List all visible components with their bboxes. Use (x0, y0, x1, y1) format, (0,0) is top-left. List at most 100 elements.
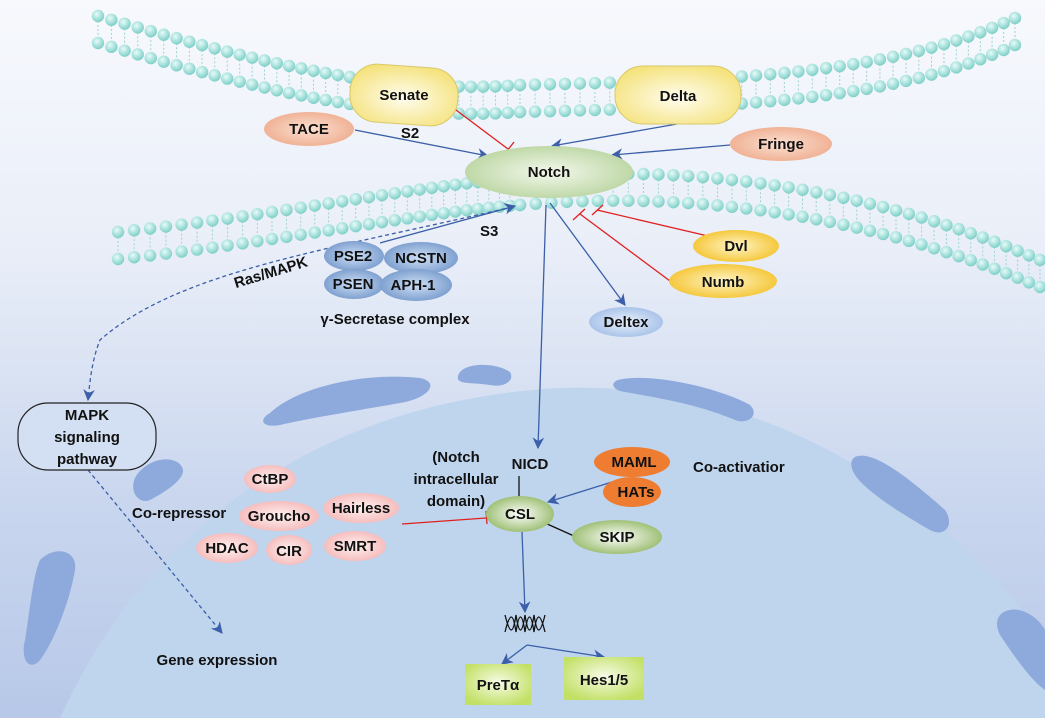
lipid-head (425, 208, 439, 222)
deltex-label: Deltex (603, 314, 649, 331)
lipid-head (1011, 244, 1024, 257)
node-delta[interactable]: Delta (614, 65, 742, 125)
lipid-head (265, 205, 279, 219)
lipid-head (449, 205, 462, 218)
lipid-head (308, 199, 321, 212)
node-smrt[interactable] (324, 531, 386, 561)
aph1-label: APH-1 (390, 277, 435, 294)
upper-membrane-left (91, 9, 527, 120)
lipid-head (322, 224, 335, 237)
target-pretα[interactable]: PreTα (465, 664, 531, 705)
node-dvl[interactable]: Dvl (693, 230, 779, 262)
lipid-head (863, 224, 877, 237)
lipid-head (295, 62, 308, 75)
lipid-head (886, 77, 900, 90)
lipid-head (711, 172, 724, 185)
lipid-head (251, 234, 264, 248)
lipid-head (157, 28, 170, 41)
lipid-head (528, 105, 542, 118)
lipid-head (985, 48, 999, 61)
node-groucho[interactable] (239, 501, 319, 531)
node-notch[interactable]: Notch (465, 146, 633, 198)
mapk-signaling-box[interactable]: MAPK signaling pathway (17, 402, 157, 471)
node-hairless[interactable] (323, 493, 399, 523)
lipid-head (667, 168, 680, 182)
lipid-head (270, 57, 284, 70)
lipid-head (476, 80, 490, 93)
nucleus (23, 364, 1045, 718)
lipid-head (233, 75, 246, 88)
senate-label: Senate (379, 87, 428, 104)
lipid-head (749, 69, 763, 82)
node-hdac[interactable] (196, 533, 258, 563)
lipid-head (588, 76, 602, 90)
lipid-head (696, 197, 710, 211)
lipid-head (778, 93, 791, 107)
lipid-head (810, 186, 823, 199)
lipid-head (195, 65, 209, 79)
lipid-head (768, 179, 781, 192)
lipid-head (118, 17, 131, 30)
lipid-head (927, 215, 941, 228)
lipid-head (899, 47, 913, 61)
coactivator-label: Co-activatior (693, 459, 785, 476)
arrow-mapk-to-gene-expression (87, 469, 223, 634)
lipid-head (476, 107, 490, 120)
numb-label: Numb (702, 274, 745, 291)
lipid-head (336, 222, 349, 235)
node-maml[interactable]: MAML (594, 447, 670, 477)
lipid-head (940, 218, 953, 232)
target-hes15[interactable]: Hes1/5 (564, 657, 644, 700)
lipid-head (681, 169, 695, 183)
lipid-head (236, 210, 249, 223)
lipid-head (159, 247, 173, 260)
node-cir[interactable] (266, 535, 312, 565)
skip-label: SKIP (599, 529, 634, 546)
lipid-head (482, 201, 496, 214)
lipid-head (388, 187, 401, 200)
lipid-head (749, 96, 763, 109)
lipid-head (170, 59, 183, 72)
lipid-head (962, 57, 975, 70)
pse2-label: PSE2 (334, 248, 372, 265)
ras-mapk-label: Ras/MAPK (232, 254, 310, 292)
lipid-head (652, 168, 665, 181)
node-skip[interactable]: SKIP (572, 520, 662, 554)
lipid-head (696, 170, 710, 184)
lipid-head (471, 202, 485, 216)
node-tace[interactable]: TACE (264, 112, 354, 146)
lipid-head (489, 80, 502, 93)
lipid-head (937, 37, 951, 51)
node-hats[interactable]: HATs (603, 477, 661, 507)
node-csl[interactable]: CSL (486, 496, 554, 532)
node-numb[interactable]: Numb (669, 264, 777, 298)
lipid-head (157, 55, 170, 68)
lipid-head (876, 227, 890, 241)
lipid-head (111, 252, 125, 266)
lipid-head (902, 234, 916, 248)
lipid-head (336, 195, 349, 208)
lipid-head (976, 231, 989, 244)
arrow-dna-to-pretα (501, 644, 528, 665)
dna-helix-icon (504, 614, 546, 633)
lipid-head (940, 245, 953, 259)
gamma-secretase-complex[interactable]: PSE2 NCSTN PSEN APH-1 γ-Secretase comple… (320, 241, 470, 328)
lipid-head (208, 42, 221, 55)
lipid-head (294, 201, 307, 214)
lipid-head (513, 198, 527, 212)
lipid-head (1008, 11, 1022, 25)
node-ctbp[interactable] (244, 465, 296, 493)
lipid-head (331, 68, 344, 82)
lipid-head (91, 9, 105, 23)
node-senate[interactable]: Senate (348, 62, 460, 127)
node-fringe[interactable]: Fringe (730, 127, 832, 161)
lipid-head (591, 194, 605, 208)
lipid-head (425, 181, 439, 195)
lipid-head (413, 183, 426, 196)
lipid-head (899, 74, 913, 88)
lipid-head (208, 69, 221, 82)
lipid-head (823, 188, 837, 202)
node-deltex[interactable]: Deltex (589, 307, 663, 337)
nicd-desc-line2: intracellular (413, 471, 498, 488)
lipid-head (754, 204, 767, 217)
